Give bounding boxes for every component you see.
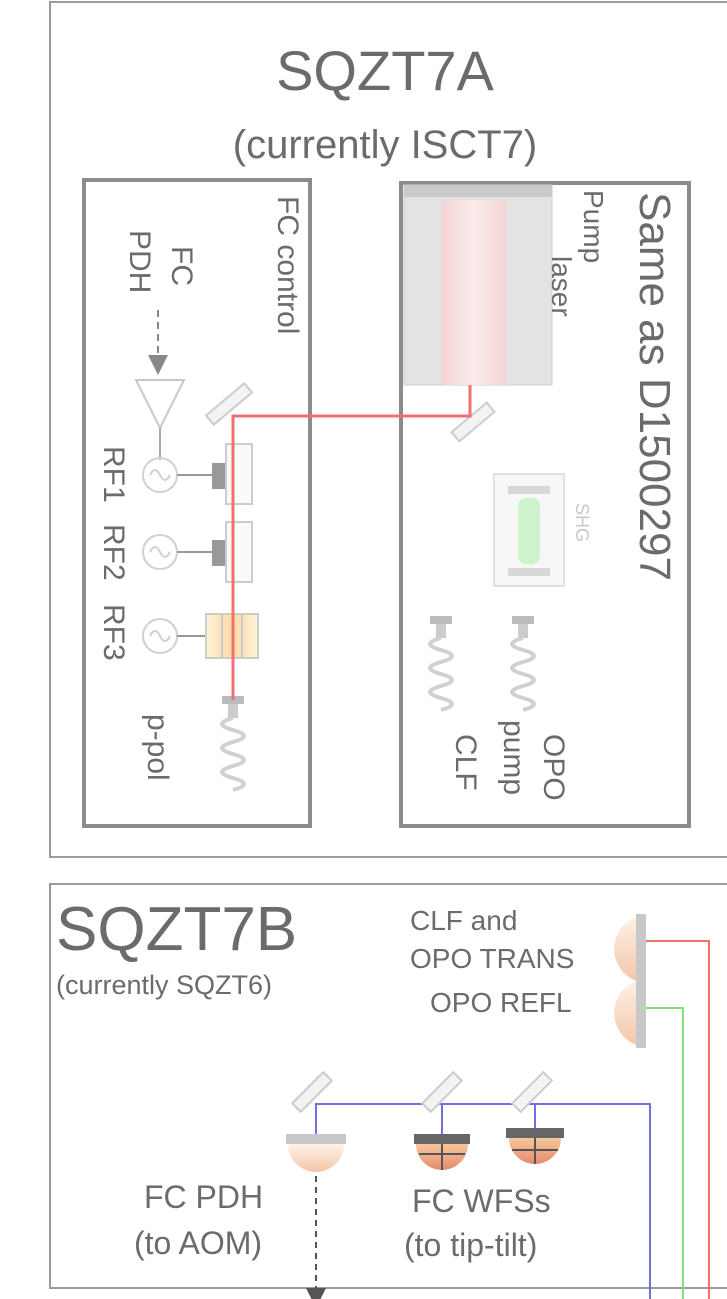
clf-opo-trans-label-1: CLF and <box>410 905 517 936</box>
eom-2-icon <box>212 521 253 583</box>
pump-pickoff-mirror-icon <box>450 401 496 443</box>
opo-refl-label: OPO REFL <box>430 987 572 1018</box>
same-as-label: Same as D1500297 <box>630 192 679 581</box>
rf1-label: RF1 <box>97 446 130 503</box>
clf-opo-trans-label-2: OPO TRANS <box>410 943 574 974</box>
opo-pump-label-pump: pump <box>497 720 530 795</box>
opo-refl-photodiode-icon <box>614 978 646 1048</box>
rf2-label: RF2 <box>97 524 130 581</box>
opo-pump-fiber-icon <box>510 616 536 712</box>
rf-amplifier-icon <box>134 379 186 431</box>
green-refl-beam <box>646 1007 684 1299</box>
bottom-mirror-1-icon <box>290 1070 334 1114</box>
red-pump-beam <box>231 385 472 700</box>
clf-opo-trans-photodiode-icon <box>614 914 646 984</box>
rf2-source-icon <box>142 534 218 570</box>
fc-wfs-a-icon <box>414 1134 470 1170</box>
rf3-label: RF3 <box>97 604 130 661</box>
clf-fiber-icon <box>428 616 454 712</box>
rf1-source-icon <box>142 457 218 493</box>
fc-wfss-label-1: FC WFSs <box>412 1183 551 1219</box>
clf-label: CLF <box>449 734 482 791</box>
fc-pdh-label-2: (to AOM) <box>134 1225 262 1261</box>
sqzt7b-title: SQZT7B <box>56 895 297 964</box>
fc-pdh-photodiode-icon <box>286 1134 346 1172</box>
sqzt7a-subtitle: (currently ISCT7) <box>233 123 538 167</box>
pump-laser-label-laser: laser <box>546 256 577 317</box>
bottom-mirror-2-icon <box>420 1070 464 1114</box>
fc-control-label: FC control <box>271 196 304 334</box>
fc-steering-mirror-icon <box>204 381 254 427</box>
fc-pdh-label-pdh: PDH <box>123 230 156 293</box>
fc-pdh-label-fc: FC <box>165 246 198 286</box>
fc-control-box <box>82 178 312 828</box>
p-pol-label: p-pol <box>141 714 174 781</box>
pump-laser-label-pump: Pump <box>578 190 609 263</box>
sqzt7a-title: SQZT7A <box>276 39 494 102</box>
sqzt7b-subtitle: (currently SQZT6) <box>56 970 272 1000</box>
sqzt7b-table: SQZT7B (currently SQZT6) CLF and OPO TRA… <box>49 883 727 1299</box>
opo-pump-label-opo: OPO <box>537 734 570 801</box>
shg-label: SHG <box>572 503 592 542</box>
pump-subsystem-box <box>399 181 691 828</box>
fc-wfss-label-2: (to tip-tilt) <box>404 1227 537 1263</box>
fc-pdh-label-1: FC PDH <box>144 1179 263 1215</box>
red-trans-beam <box>646 940 710 1299</box>
eom-1-icon <box>212 443 253 505</box>
rf3-source-icon <box>142 618 205 654</box>
fc-wfs-b-icon <box>506 1128 564 1164</box>
pump-laser-icon <box>403 184 553 386</box>
sqzt7b-frame <box>49 883 727 1289</box>
p-pol-fiber-icon <box>220 696 246 792</box>
bottom-mirror-3-icon <box>510 1070 554 1114</box>
sqzt7a-frame <box>49 1 727 858</box>
shg-icon <box>493 473 565 587</box>
blue-fc-beam <box>315 1103 651 1299</box>
sqzt7a-table: SQZT7A (currently ISCT7) FC control FC P… <box>49 1 727 858</box>
